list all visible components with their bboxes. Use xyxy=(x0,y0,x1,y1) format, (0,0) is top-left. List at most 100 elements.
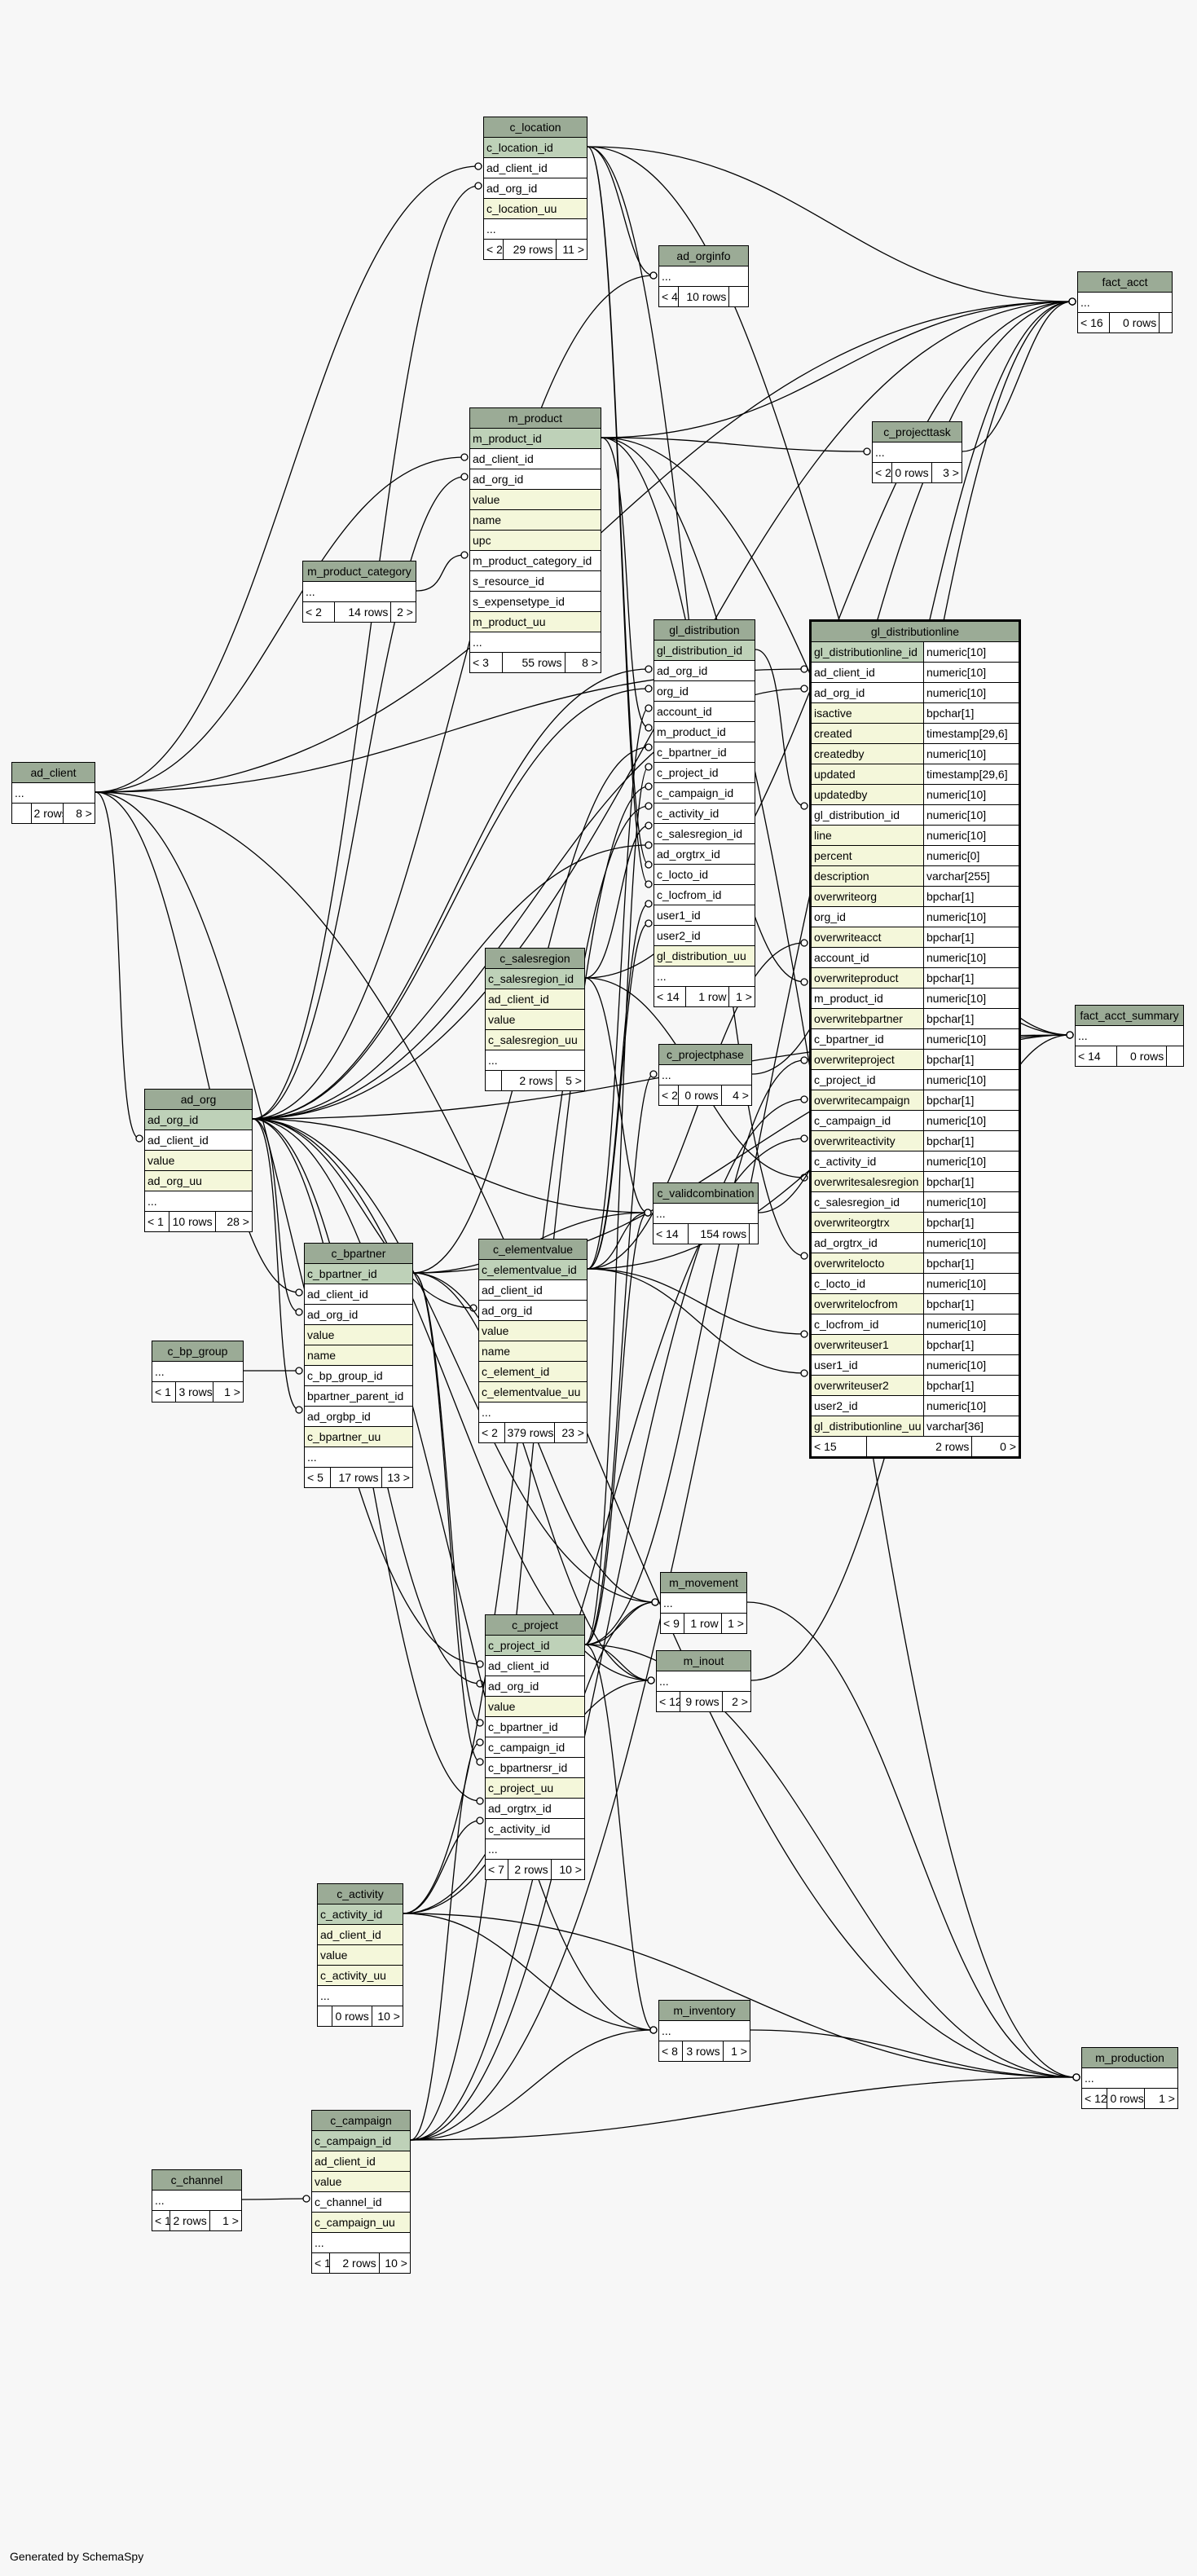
column-row[interactable]: c_location_uu xyxy=(484,199,587,219)
column-row[interactable]: c_elementvalue_uu xyxy=(479,1382,587,1402)
row-count[interactable]: 10 rows xyxy=(678,287,730,306)
parents-count[interactable]: < 2 xyxy=(659,1085,679,1105)
column-row[interactable]: ad_client_id xyxy=(312,2151,410,2172)
parents-count[interactable] xyxy=(318,2006,332,2026)
parents-count[interactable]: < 14 xyxy=(654,1224,689,1244)
column-row[interactable]: c_activity_id xyxy=(654,804,755,824)
column-row[interactable]: org_id xyxy=(654,681,755,702)
table-title[interactable]: gl_distribution xyxy=(654,620,755,641)
column-row[interactable]: c_locfrom_id xyxy=(654,885,755,905)
column-row[interactable]: c_campaign_id xyxy=(654,783,755,804)
table-title[interactable]: m_production xyxy=(1082,2048,1177,2068)
column-row[interactable]: bpartner_parent_id xyxy=(305,1386,412,1407)
column-ellipsis[interactable]: ... xyxy=(659,2021,750,2041)
children-count[interactable]: 2 > xyxy=(391,602,416,622)
column-row[interactable]: ad_client_id xyxy=(318,1925,403,1945)
row-count[interactable]: 0 rows xyxy=(332,2006,372,2026)
row-count[interactable]: 2 rows xyxy=(169,2211,210,2230)
children-count[interactable]: 2 > xyxy=(722,1692,750,1711)
column-row[interactable]: value xyxy=(479,1321,587,1341)
column-row[interactable]: c_element_id xyxy=(479,1362,587,1382)
table-title[interactable]: gl_distributionline xyxy=(812,622,1019,642)
table-title[interactable]: c_projecttask xyxy=(873,422,962,443)
column-row[interactable]: name xyxy=(479,1341,587,1362)
table-title[interactable]: c_location xyxy=(484,117,587,138)
table-title[interactable]: m_inventory xyxy=(659,2001,750,2021)
row-count[interactable]: 2 rows xyxy=(501,1071,557,1090)
table-title[interactable]: fact_acct xyxy=(1078,272,1172,293)
column-row[interactable]: c_channel_id xyxy=(312,2192,410,2213)
column-row[interactable]: value xyxy=(145,1151,252,1171)
table-title[interactable]: c_projectphase xyxy=(659,1045,751,1065)
children-count[interactable]: 3 > xyxy=(931,463,962,482)
row-count[interactable]: 3 rows xyxy=(176,1382,213,1402)
children-count[interactable]: 1 > xyxy=(721,1614,746,1633)
row-count[interactable]: 14 rows xyxy=(335,602,392,622)
column-row[interactable]: ad_client_id xyxy=(470,449,601,469)
column-row[interactable]: ad_org_id xyxy=(145,1110,252,1130)
table-title[interactable]: ad_orginfo xyxy=(659,246,748,266)
column-row[interactable]: ad_org_id xyxy=(305,1305,412,1325)
column-row[interactable]: m_product_id xyxy=(654,722,755,742)
children-count[interactable]: 5 > xyxy=(556,1071,584,1090)
column-row[interactable]: c_campaign_id xyxy=(312,2131,410,2151)
parents-count[interactable]: < 14 xyxy=(1076,1046,1118,1066)
children-count[interactable]: 1 > xyxy=(209,2211,241,2230)
column-row[interactable]: c_salesregion_id xyxy=(486,969,584,989)
column-ellipsis[interactable]: ... xyxy=(152,1362,243,1382)
column-row[interactable]: c_activity_id xyxy=(486,1819,584,1839)
column-row[interactable]: value xyxy=(486,1010,584,1030)
column-row[interactable]: c_bpartner_uu xyxy=(305,1427,412,1447)
row-count[interactable]: 1 row xyxy=(684,1614,722,1633)
table-title[interactable]: fact_acct_summary xyxy=(1076,1006,1183,1026)
column-ellipsis[interactable]: ... xyxy=(303,582,416,602)
column-ellipsis[interactable]: ... xyxy=(654,1204,758,1224)
parents-count[interactable]: < 4 xyxy=(659,287,679,306)
row-count[interactable]: 10 rows xyxy=(169,1212,216,1231)
column-row[interactable]: upc xyxy=(470,531,601,551)
parents-count[interactable]: < 2 xyxy=(484,240,504,259)
column-ellipsis[interactable]: ... xyxy=(659,266,748,287)
column-ellipsis[interactable]: ... xyxy=(312,2233,410,2253)
column-row[interactable]: ad_client_id xyxy=(305,1284,412,1305)
table-title[interactable]: m_movement xyxy=(661,1573,746,1593)
table-title[interactable]: c_salesregion xyxy=(486,949,584,969)
column-row[interactable]: c_activity_id xyxy=(318,1904,403,1925)
column-row[interactable]: ad_org_id xyxy=(486,1676,584,1697)
column-row[interactable]: c_campaign_uu xyxy=(312,2213,410,2233)
column-row[interactable]: ad_orgtrx_id xyxy=(486,1799,584,1819)
column-row[interactable]: ad_client_id xyxy=(486,989,584,1010)
column-row[interactable]: ad_client_id xyxy=(479,1280,587,1301)
column-ellipsis[interactable]: ... xyxy=(486,1050,584,1071)
children-count[interactable]: 23 > xyxy=(554,1423,587,1442)
parents-count[interactable]: < 16 xyxy=(1078,313,1111,332)
column-row[interactable]: c_campaign_id xyxy=(486,1737,584,1758)
parents-count[interactable]: < 1 xyxy=(312,2253,330,2273)
children-count[interactable] xyxy=(750,1224,758,1244)
children-count[interactable]: 1 > xyxy=(1144,2089,1177,2108)
column-row[interactable]: c_project_id xyxy=(654,763,755,783)
table-title[interactable]: ad_client xyxy=(12,763,95,783)
